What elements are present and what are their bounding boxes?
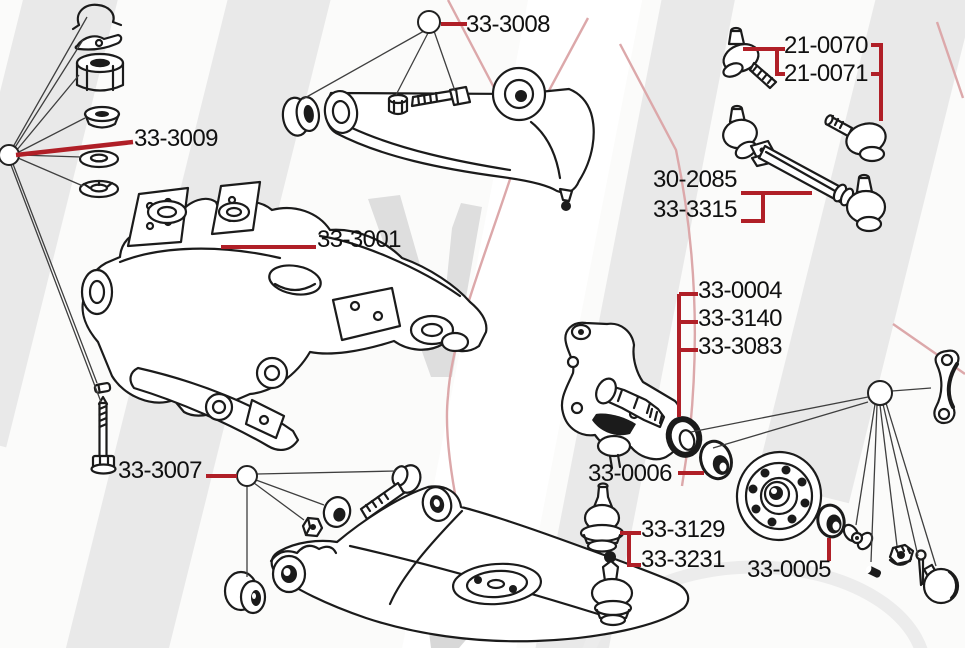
drag-link-drawing bbox=[749, 139, 855, 207]
pivot-nut-drawing bbox=[301, 516, 324, 538]
part-label-33-3009: 33-3009 bbox=[134, 125, 218, 152]
cup-washer-drawing bbox=[322, 496, 352, 528]
pivot-bolt-drawing bbox=[410, 85, 472, 108]
subframe-crossmember-drawing bbox=[80, 180, 488, 452]
part-label-33-3231: 33-3231 bbox=[641, 546, 725, 573]
lock-washer-drawing bbox=[78, 179, 120, 199]
wheel-hub-drawing bbox=[735, 450, 823, 542]
castle-nut-drawing bbox=[888, 543, 915, 566]
bushing-drawing bbox=[223, 570, 267, 615]
reference-circles bbox=[0, 10, 893, 487]
part-label-33-3129: 33-3129 bbox=[641, 516, 725, 543]
red-leader-brackets bbox=[15, 22, 883, 567]
part-label-33-3083: 33-3083 bbox=[698, 333, 782, 360]
subframe-mount-hardware-drawing bbox=[71, 3, 125, 475]
ball-stud-drawing bbox=[558, 187, 574, 203]
spindle-hardware-drawing bbox=[842, 349, 960, 605]
part-label-33-3008: 33-3008 bbox=[466, 11, 550, 38]
cotter-pin-drawing bbox=[915, 549, 927, 587]
steering-knuckle-drawing bbox=[560, 321, 681, 470]
spring-clip-drawing bbox=[76, 3, 115, 27]
reference-circle bbox=[236, 465, 258, 487]
spindle-drawing bbox=[595, 377, 666, 429]
part-label-21-0070: 21-0070 bbox=[784, 32, 868, 59]
reference-circle bbox=[867, 380, 893, 406]
upper-control-arm-drawing bbox=[281, 66, 595, 211]
cup-washer-drawing bbox=[83, 105, 121, 129]
pivot-bolt-drawing bbox=[359, 464, 422, 521]
hub-and-bearing-drawing bbox=[665, 416, 846, 542]
flat-washer-drawing bbox=[78, 149, 120, 169]
part-label-33-3315: 33-3315 bbox=[653, 196, 737, 223]
wing-nut-drawing bbox=[842, 523, 874, 551]
rivet-drawing bbox=[865, 565, 882, 578]
mount-bolt-drawing bbox=[90, 395, 117, 475]
spacer-pin-drawing bbox=[93, 382, 112, 394]
part-label-33-3001: 33-3001 bbox=[317, 226, 401, 253]
part-label-33-3140: 33-3140 bbox=[698, 305, 782, 332]
mount-nut-drawing bbox=[75, 52, 125, 92]
pivot-nut-drawing bbox=[387, 93, 409, 116]
lock-strap-drawing bbox=[933, 349, 960, 425]
part-label-30-2085: 30-2085 bbox=[653, 166, 737, 193]
lower-control-arm-drawing bbox=[223, 464, 690, 643]
part-label-33-0006: 33-0006 bbox=[588, 460, 672, 487]
seal-ring-drawing bbox=[665, 416, 703, 458]
tie-rod-assembly-drawing bbox=[722, 26, 887, 233]
arm-eye-drawing bbox=[421, 486, 453, 522]
leader-lines bbox=[10, 16, 937, 577]
part-label-21-0071: 21-0071 bbox=[784, 60, 868, 87]
wheel-bearing-drawing bbox=[699, 439, 733, 481]
part-label-33-0004: 33-0004 bbox=[698, 277, 782, 304]
pitman-bushing-drawing bbox=[816, 503, 846, 539]
tie-rod-end-drawing bbox=[722, 26, 778, 90]
tie-rod-end-drawing bbox=[824, 114, 887, 163]
part-label-33-0005: 33-0005 bbox=[747, 556, 831, 583]
ball-joint-drawing bbox=[579, 482, 625, 553]
steering-gear-mount-drawing bbox=[331, 286, 402, 342]
ball-stud-drawing bbox=[590, 551, 634, 627]
part-label-33-3007: 33-3007 bbox=[118, 457, 202, 484]
reference-circle bbox=[417, 10, 441, 34]
tie-rod-end-drawing bbox=[845, 173, 887, 233]
arm-eye-drawing bbox=[323, 89, 359, 135]
grease-cap-drawing bbox=[922, 563, 960, 605]
